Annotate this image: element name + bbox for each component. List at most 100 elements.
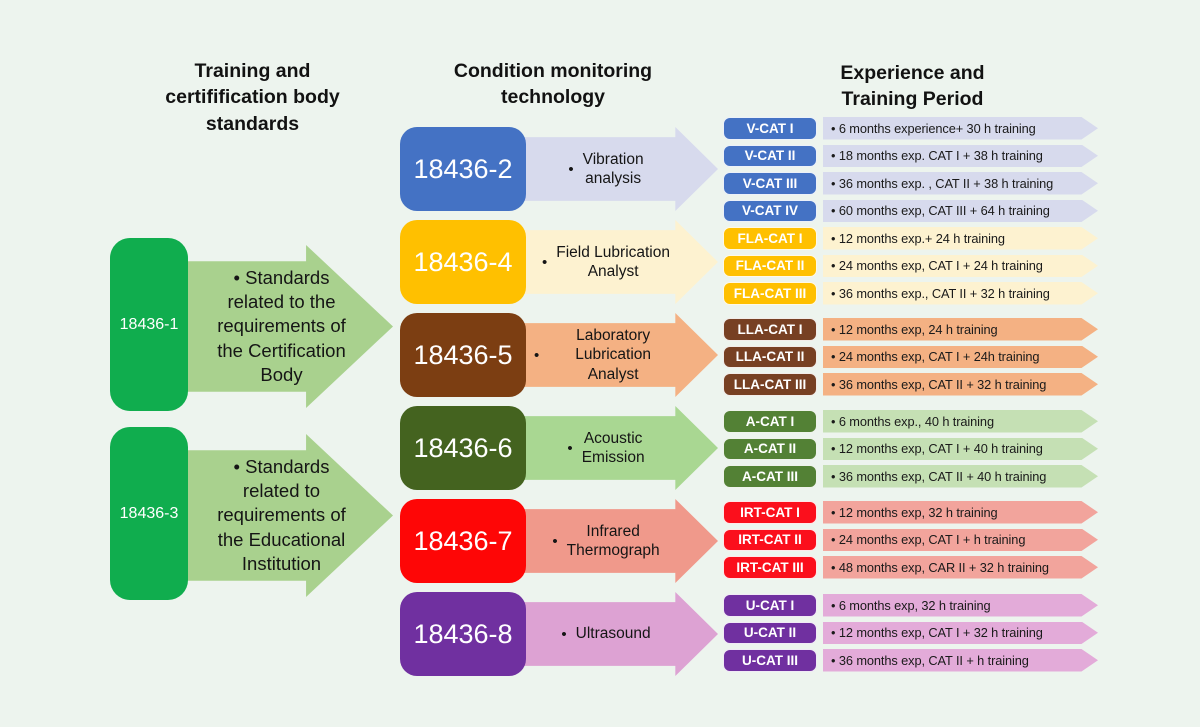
cert-group-laboratory-lubrication: LLA-CAT I • 12 months exp, 24 h training…: [723, 318, 1098, 396]
standard-description: • Standards related to the requirements …: [217, 267, 346, 385]
technology-label: Vibration analysis: [582, 150, 644, 187]
certification-arrow: • 6 months exp, 32 h training: [823, 594, 1098, 617]
certification-row: A-CAT III • 36 months exp, CAT II + 40 h…: [723, 465, 1098, 488]
certification-arrow: • 18 months exp. CAT I + 38 h training: [823, 144, 1098, 167]
certification-arrow: • 24 months exp, CAT I + 24 h training: [823, 254, 1098, 277]
bullet-icon: •: [534, 346, 540, 364]
right-arrow-shape: [823, 318, 1098, 341]
standard-box: 18436-1: [110, 238, 188, 411]
certification-badge: U-CAT II: [723, 621, 817, 644]
certification-badge: V-CAT I: [723, 117, 817, 140]
right-arrow-shape: [524, 499, 718, 583]
certification-arrow: • 24 months exp, CAT I + h training: [823, 528, 1098, 551]
certification-badge: A-CAT I: [723, 410, 817, 433]
certification-requirements: • 36 months exp., CAT II + 32 h training: [831, 285, 1050, 301]
certification-badge: V-CAT IV: [723, 199, 817, 222]
certification-arrow: • 6 months experience+ 30 h training: [823, 117, 1098, 140]
certification-badge: IRT-CAT I: [723, 501, 817, 524]
technology-box: 18436-2: [400, 127, 526, 211]
certification-requirements: • 18 months exp. CAT I + 38 h training: [831, 148, 1043, 164]
certification-requirements: • 36 months exp, CAT II + 40 h training: [831, 468, 1047, 484]
certification-badge: IRT-CAT III: [723, 556, 817, 579]
certification-requirements: • 6 months exp., 40 h training: [831, 413, 994, 429]
bullet-icon: •: [568, 160, 574, 178]
certification-arrow: • 48 months exp, CAR II + 32 h training: [823, 556, 1098, 579]
certification-badge: A-CAT III: [723, 465, 817, 488]
certification-requirements: • 24 months exp, CAT I + 24 h training: [831, 258, 1043, 274]
technology-row-18436-8: • Ultrasound 18436-8: [400, 592, 718, 676]
right-arrow-shape: [823, 649, 1098, 672]
right-arrow-shape: [823, 410, 1098, 433]
certification-badge: A-CAT II: [723, 437, 817, 460]
certification-arrow: • 12 months exp, CAT I + 40 h training: [823, 437, 1098, 460]
cert-group-infrared: IRT-CAT I • 12 months exp, 32 h training…: [723, 501, 1098, 579]
technology-row-18436-4: • Field Lubrication Analyst 18436-4: [400, 220, 718, 304]
column-header-certification-standards: Training and certifification body standa…: [165, 60, 340, 135]
certification-row: V-CAT IV • 60 months exp, CAT III + 64 h…: [723, 199, 1098, 222]
technology-box: 18436-4: [400, 220, 526, 304]
right-arrow-shape: [823, 227, 1098, 250]
technology-box: 18436-5: [400, 313, 526, 397]
standard-arrow: • Standards related to the requirements …: [186, 245, 393, 408]
technology-label: Field Lubrication Analyst: [556, 243, 670, 280]
standard-row-18436-1: • Standards related to the requirements …: [110, 238, 395, 411]
certification-arrow: • 12 months exp, CAT I + 32 h training: [823, 621, 1098, 644]
certification-row: FLA-CAT III • 36 months exp., CAT II + 3…: [723, 282, 1098, 305]
right-arrow-shape: [823, 254, 1098, 277]
certification-requirements: • 36 months exp, CAT II + 32 h training: [831, 376, 1047, 392]
certification-badge: U-CAT I: [723, 594, 817, 617]
certification-badge: LLA-CAT III: [723, 373, 817, 396]
certification-badge: V-CAT II: [723, 144, 817, 167]
certification-row: FLA-CAT I • 12 months exp.+ 24 h trainin…: [723, 227, 1098, 250]
right-arrow-shape: [823, 144, 1098, 167]
right-arrow-shape: [823, 528, 1098, 551]
certification-requirements: • 6 months experience+ 30 h training: [831, 120, 1036, 136]
certification-row: A-CAT II • 12 months exp, CAT I + 40 h t…: [723, 437, 1098, 460]
right-arrow-shape: [524, 220, 718, 304]
certification-requirements: • 12 months exp, 24 h training: [831, 321, 998, 337]
right-arrow-shape: [823, 172, 1098, 195]
standard-arrow: • Standards related to requirements of t…: [186, 434, 393, 597]
certification-requirements: • 12 months exp, CAT I + 40 h training: [831, 441, 1043, 457]
technology-label: Acoustic Emission: [581, 429, 645, 466]
standard-description: • Standards related to requirements of t…: [217, 456, 346, 574]
technology-arrow: • Ultrasound: [524, 592, 718, 676]
bullet-icon: •: [552, 532, 558, 550]
certification-badge: V-CAT III: [723, 172, 817, 195]
certification-requirements: • 12 months exp, 32 h training: [831, 504, 998, 520]
right-arrow-shape: [823, 621, 1098, 644]
certification-row: IRT-CAT III • 48 months exp, CAR II + 32…: [723, 556, 1098, 579]
certification-requirements: • 24 months exp, CAT I + 24h training: [831, 349, 1040, 365]
standard-id: 18436-3: [119, 504, 179, 522]
certification-requirements: • 24 months exp, CAT I + h training: [831, 532, 1026, 548]
certification-row: FLA-CAT II • 24 months exp, CAT I + 24 h…: [723, 254, 1098, 277]
cert-group-vibration: V-CAT I • 6 months experience+ 30 h trai…: [723, 117, 1098, 222]
certification-row: V-CAT III • 36 months exp. , CAT II + 38…: [723, 172, 1098, 195]
certification-row: IRT-CAT I • 12 months exp, 32 h training: [723, 501, 1098, 524]
certification-row: V-CAT II • 18 months exp. CAT I + 38 h t…: [723, 144, 1098, 167]
certification-arrow: • 12 months exp, 32 h training: [823, 501, 1098, 524]
column-header-experience-training: Experience and Training Period: [840, 62, 985, 111]
certification-badge: LLA-CAT I: [723, 318, 817, 341]
cert-group-ultrasound: U-CAT I • 6 months exp, 32 h training U-…: [723, 594, 1098, 672]
technology-label: Laboratory Lubrication Analyst: [575, 326, 652, 383]
right-arrow-shape: [823, 199, 1098, 222]
standard-row-18436-3: • Standards related to requirements of t…: [110, 427, 395, 600]
column-header-condition-monitoring: Condition monitoring technology: [453, 60, 653, 109]
technology-row-18436-2: • Vibration analysis 18436-2: [400, 127, 718, 211]
certification-badge: FLA-CAT II: [723, 254, 817, 277]
certification-requirements: • 6 months exp, 32 h training: [831, 597, 991, 613]
bullet-icon: •: [567, 439, 573, 457]
right-arrow-shape: [823, 501, 1098, 524]
technology-arrow: • Infrared Thermograph: [524, 499, 718, 583]
bullet-icon: •: [542, 253, 548, 271]
certification-arrow: • 36 months exp, CAT II + 40 h training: [823, 465, 1098, 488]
certification-row: V-CAT I • 6 months experience+ 30 h trai…: [723, 117, 1098, 140]
certification-arrow: • 60 months exp, CAT III + 64 h training: [823, 199, 1098, 222]
standard-id: 18436-1: [119, 315, 179, 333]
certification-arrow: • 24 months exp, CAT I + 24h training: [823, 345, 1098, 368]
certification-row: U-CAT III • 36 months exp, CAT II + h tr…: [723, 649, 1098, 672]
technology-row-18436-7: • Infrared Thermograph 18436-7: [400, 499, 718, 583]
right-arrow-shape: [524, 313, 718, 397]
